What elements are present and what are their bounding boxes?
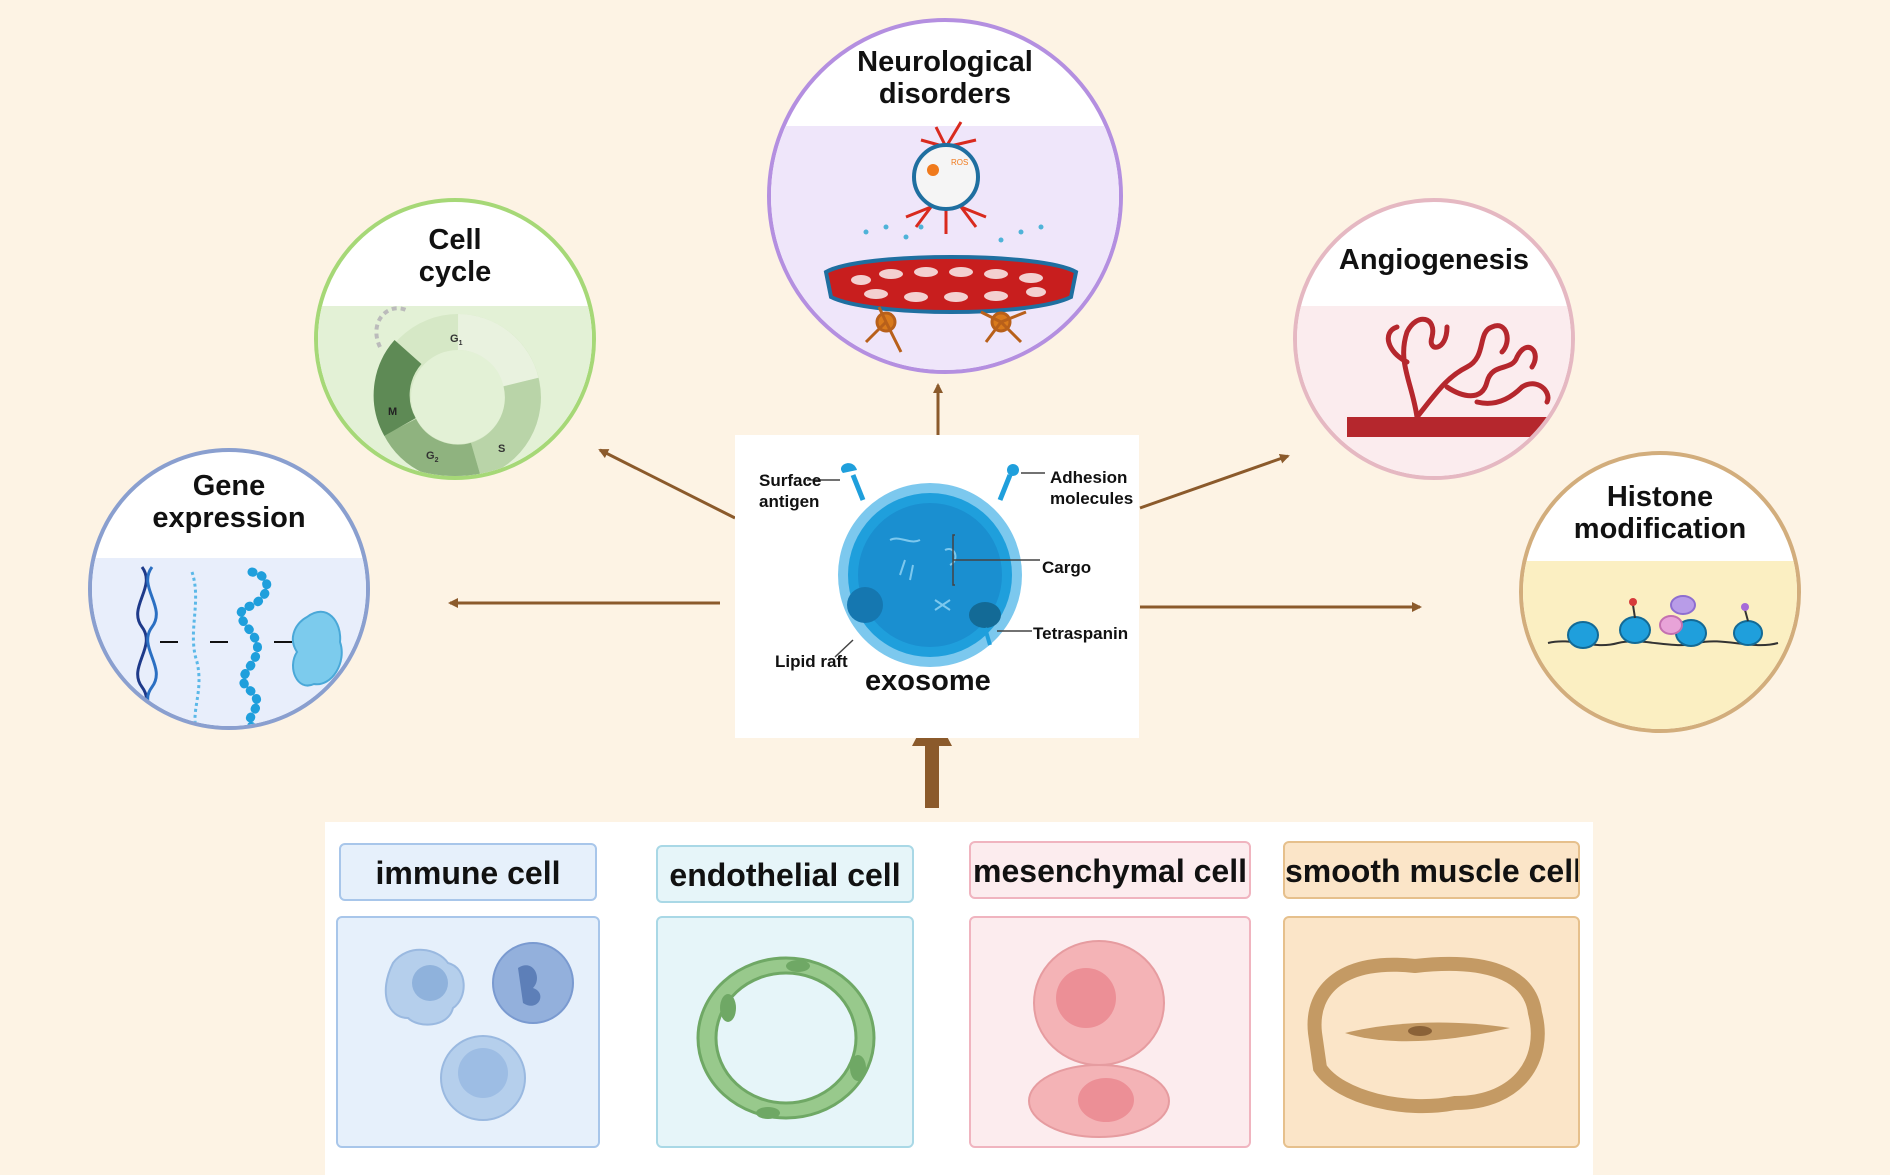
- smooth-muscle-cell-illustration: [1307, 956, 1545, 1114]
- angiogenesis-title: Angiogenesis: [1338, 244, 1530, 276]
- exosome-illustration: [807, 463, 1045, 667]
- phase-g2: G2: [426, 450, 439, 464]
- big-arrow-shaft: [925, 738, 939, 808]
- gene-expression-illustration: [92, 558, 366, 726]
- phase-m: M: [388, 406, 397, 418]
- immune-cell-label: immune cell: [339, 843, 597, 901]
- endothelial-cell-box: [656, 916, 914, 1148]
- histone-illustration: [1523, 561, 1797, 729]
- exosome-title: exosome: [865, 665, 991, 697]
- smooth-muscle-cell-label: smooth muscle cell: [1283, 841, 1580, 899]
- immune-cell-box: [336, 916, 600, 1148]
- endothelial-cell-illustration: [696, 956, 876, 1120]
- ros-label: ROS: [951, 158, 968, 167]
- arrow-to-angiogenesis: [1139, 453, 1290, 510]
- smooth-muscle-cell-box: [1283, 916, 1580, 1148]
- tetraspanin-label: Tetraspanin: [1033, 624, 1129, 643]
- phase-s: S: [498, 443, 505, 455]
- mesenchymal-cell-box: [969, 916, 1251, 1148]
- angiogenesis-circle: Angiogenesis: [1293, 198, 1575, 480]
- lipid-raft-label: Lipid raft: [775, 652, 848, 671]
- immune-cell-illustration: [384, 942, 574, 1121]
- neurological-illustration: ROS: [771, 121, 1119, 370]
- angiogenesis-illustration: [1297, 306, 1571, 476]
- phase-g1: G1: [450, 333, 463, 347]
- arrow-to-cell-cycle: [598, 448, 736, 520]
- mesenchymal-cell-label: mesenchymal cell: [969, 841, 1251, 899]
- mesenchymal-cell-illustration: [1028, 940, 1170, 1138]
- cell-cycle-illustration: G1 S G2 M: [318, 306, 592, 476]
- endothelial-cell-label: endothelial cell: [656, 845, 914, 903]
- cargo-label: Cargo: [1042, 558, 1092, 577]
